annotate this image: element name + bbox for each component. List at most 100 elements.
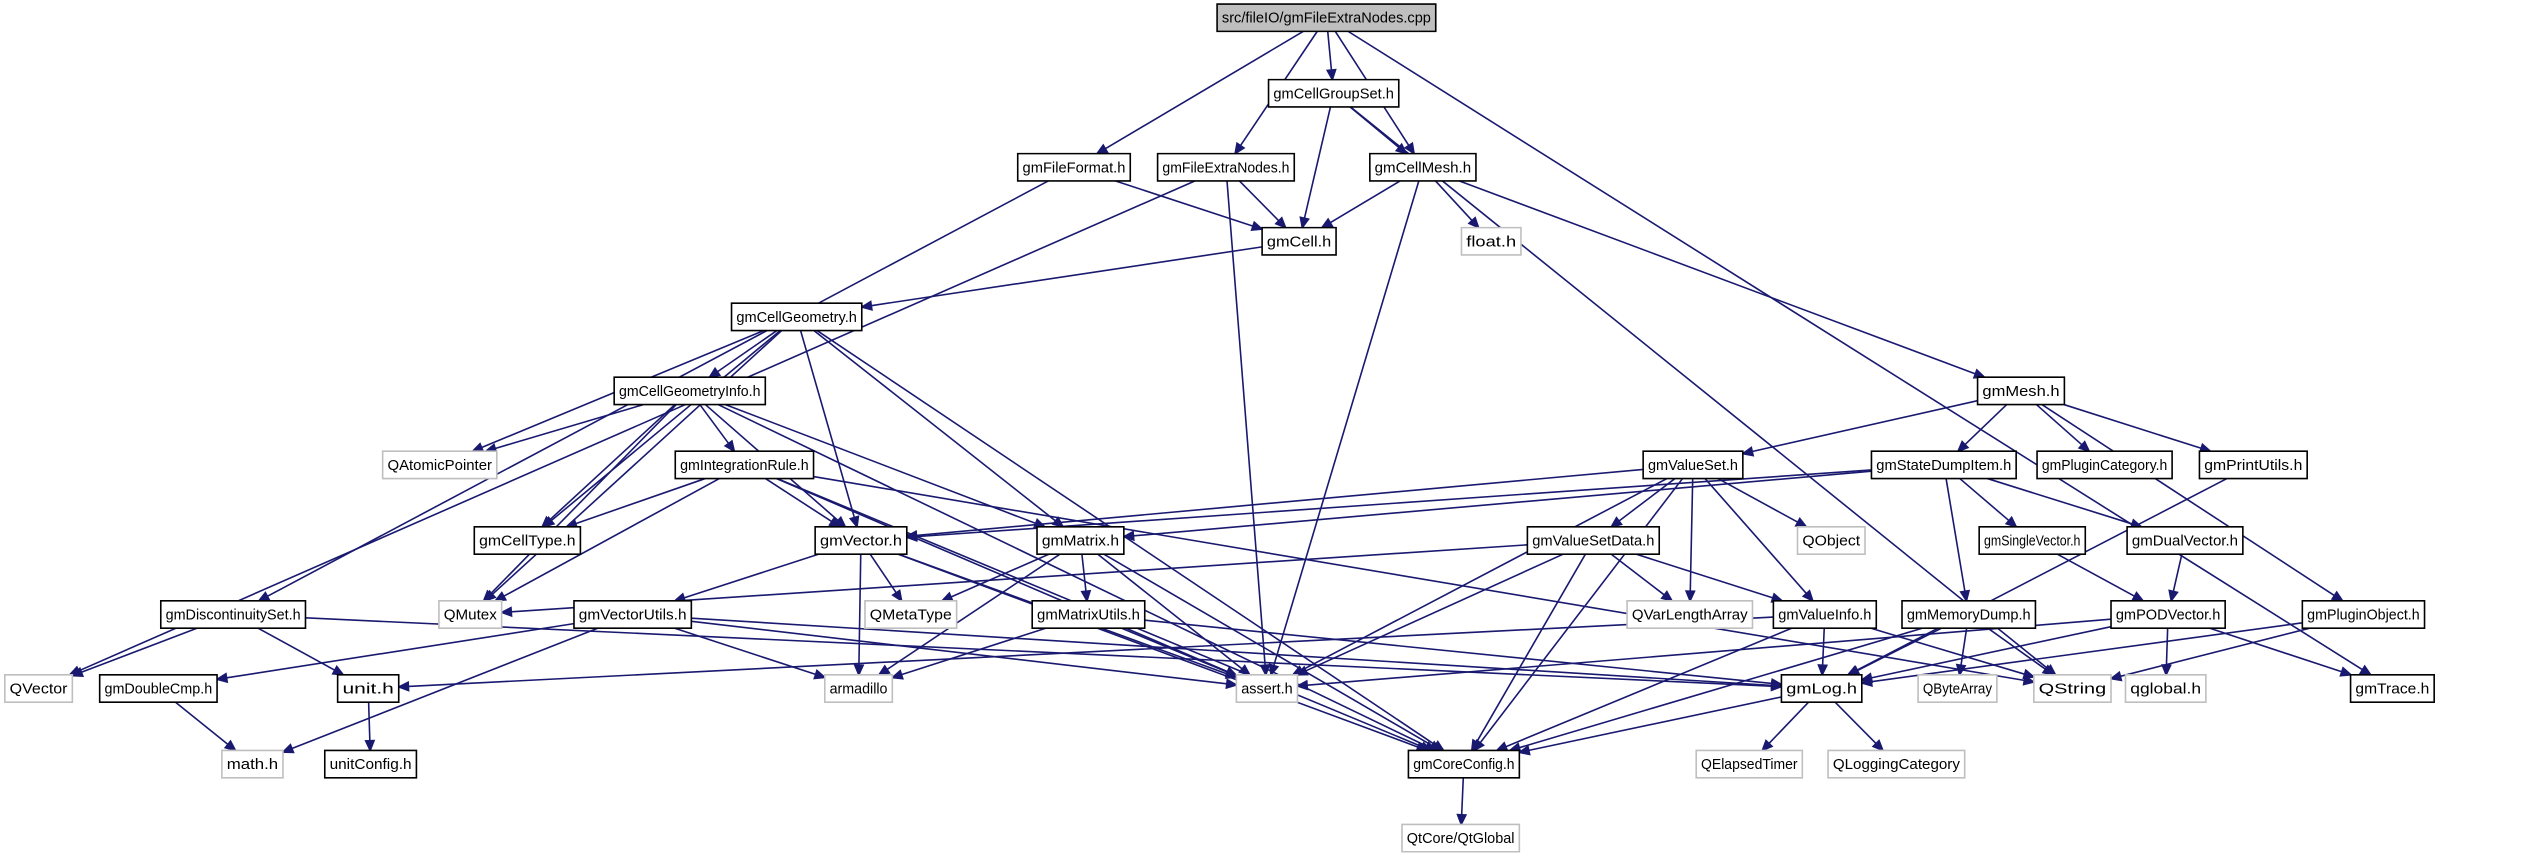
- arrowhead-icon: [2358, 664, 2373, 676]
- node-label: gmCoreConfig.h: [1413, 756, 1514, 773]
- arrowhead-icon: [1959, 589, 1971, 603]
- node-label: gmFileExtraNodes.h: [1162, 159, 1289, 176]
- node-fileformat[interactable]: gmFileFormat.h: [1018, 154, 1131, 181]
- edge-memorydump-to-qstring: [1988, 628, 2046, 669]
- node-statedumpitem[interactable]: gmStateDumpItem.h: [1871, 451, 2016, 478]
- edge-memorydump-to-coreconfig: [1519, 628, 1922, 748]
- edge-integrationrule-to-vector: [765, 479, 831, 522]
- edge-cellgeometryinfo-to-celltype: [549, 405, 675, 521]
- edge-fileextranodes-to-cell: [1239, 181, 1278, 221]
- arrowhead-icon: [1794, 517, 1809, 528]
- edge-fileextranodes-to-assert: [1227, 181, 1265, 665]
- node-valueset[interactable]: gmValueSet.h: [1643, 451, 1743, 478]
- arrowhead-icon: [853, 664, 865, 677]
- edge-podvector-to-trace: [2210, 628, 2342, 672]
- edge-valueset-to-coreconfig: [1480, 479, 1682, 743]
- edge-unit-to-unitconfig: [369, 702, 370, 741]
- arrowhead-icon: [2131, 591, 2145, 602]
- arrowhead-icon: [1299, 216, 1310, 230]
- node-singlevector[interactable]: gmSingleVector.h: [1979, 527, 2085, 554]
- node-label: QByteArray: [1923, 680, 1993, 697]
- node-cell[interactable]: gmCell.h: [1262, 228, 1336, 255]
- arrowhead-icon: [1871, 739, 1885, 752]
- node-qmetatype: QMetaType: [865, 601, 957, 628]
- node-podvector[interactable]: gmPODVector.h: [2111, 601, 2225, 628]
- node-box: [325, 750, 417, 777]
- node-label: gmVector.h: [820, 532, 902, 549]
- edges-layer: [67, 31, 2373, 827]
- edge-vector-to-vectorutils: [684, 554, 819, 598]
- node-vectorutils[interactable]: gmVectorUtils.h: [574, 601, 691, 628]
- node-unitconfig[interactable]: unitConfig.h: [325, 750, 417, 777]
- edge-statedumpitem-to-memorydump: [1946, 479, 1965, 592]
- node-trace[interactable]: gmTrace.h: [2351, 675, 2435, 702]
- node-box: [161, 601, 306, 628]
- edge-valuesetdata-to-coreconfig: [1477, 554, 1586, 742]
- root-file-node[interactable]: src/fileIO/gmFileExtraNodes.cpp: [1217, 4, 1436, 31]
- arrowhead-icon: [1517, 744, 1531, 756]
- node-box: [2034, 675, 2111, 702]
- arrowhead-icon: [1295, 679, 1309, 691]
- node-doublecmp[interactable]: gmDoubleCmp.h: [100, 675, 217, 702]
- node-cellmesh[interactable]: gmCellMesh.h: [1370, 154, 1476, 181]
- node-pluginobject[interactable]: gmPluginObject.h: [2302, 601, 2424, 628]
- arrowhead-icon: [396, 681, 410, 692]
- node-label: gmMatrixUtils.h: [1037, 606, 1140, 623]
- edge-valueset-to-qvarlengtharray: [1690, 479, 1692, 592]
- node-box: [1262, 228, 1336, 255]
- edge-integrationrule-to-qstring: [814, 477, 2025, 681]
- node-cellgeometryinfo[interactable]: gmCellGeometryInfo.h: [614, 377, 765, 404]
- node-valueinfo[interactable]: gmValueInfo.h: [1773, 601, 1876, 628]
- node-memorydump[interactable]: gmMemoryDump.h: [1902, 601, 2035, 628]
- node-vector[interactable]: gmVector.h: [815, 527, 907, 554]
- node-box: [1217, 4, 1436, 31]
- node-plugincategory[interactable]: gmPluginCategory.h: [2037, 451, 2172, 478]
- node-cellgeometry[interactable]: gmCellGeometry.h: [732, 303, 862, 330]
- node-mesh[interactable]: gmMesh.h: [1978, 377, 2065, 404]
- node-armadillo: armadillo: [825, 675, 893, 702]
- arrowhead-icon: [2041, 664, 2055, 676]
- arrowhead-icon: [2168, 589, 2179, 603]
- node-box: [2037, 451, 2172, 478]
- edge-cellgeometry-to-cellgeometryinfo: [717, 331, 776, 372]
- edge-cellgeometry-to-celltype: [551, 331, 780, 521]
- node-unit[interactable]: unit.h: [338, 675, 399, 702]
- node-log[interactable]: gmLog.h: [1781, 675, 1861, 702]
- node-matrixutils[interactable]: gmMatrixUtils.h: [1032, 601, 1145, 628]
- node-coreconfig[interactable]: gmCoreConfig.h: [1408, 750, 1519, 777]
- node-fileextranodes[interactable]: gmFileExtraNodes.h: [1158, 154, 1295, 181]
- node-label: gmPluginObject.h: [2307, 606, 2420, 623]
- node-matrix[interactable]: gmMatrix.h: [1037, 527, 1124, 554]
- edge-valuesetdata-to-valueinfo: [1636, 554, 1773, 598]
- node-qvarlengtharray: QVarLengthArray: [1627, 601, 1752, 628]
- arrowhead-icon: [1394, 142, 1408, 155]
- arrowhead-icon: [1295, 665, 1309, 676]
- edge-cellmesh-to-assert: [1274, 181, 1419, 666]
- edge-doublecmp-to-math: [175, 702, 228, 744]
- node-box: [1696, 750, 1802, 777]
- edge-root-to-cellgroupset: [1328, 31, 1332, 70]
- node-printutils[interactable]: gmPrintUtils.h: [2199, 451, 2307, 478]
- node-integrationrule[interactable]: gmIntegrationRule.h: [675, 451, 813, 478]
- arrowhead-icon: [1250, 220, 1265, 232]
- node-dualvector[interactable]: gmDualVector.h: [2127, 527, 2243, 554]
- edge-matrixutils-to-assert: [1121, 628, 1227, 672]
- edge-mesh-to-plugincategory: [2036, 405, 2081, 445]
- node-celltype[interactable]: gmCellType.h: [474, 527, 580, 554]
- arrowhead-icon: [1121, 530, 1135, 542]
- node-label: gmIntegrationRule.h: [680, 457, 809, 474]
- edge-cellmesh-to-mesh: [1459, 181, 1975, 374]
- node-discontinuityset[interactable]: gmDiscontinuitySet.h: [161, 601, 306, 628]
- node-qvector: QVector: [5, 675, 73, 702]
- node-cellgroupset[interactable]: gmCellGroupSet.h: [1269, 80, 1399, 107]
- edge-matrix-to-armadillo: [887, 554, 1060, 669]
- node-valuesetdata[interactable]: gmValueSetData.h: [1527, 527, 1659, 554]
- node-box: [1871, 451, 2016, 478]
- node-label: QtCore/QtGlobal: [1407, 830, 1515, 847]
- arrowhead-icon: [70, 666, 85, 677]
- edge-matrix-to-qmetatype: [951, 554, 1049, 597]
- node-label: QVector: [10, 680, 68, 697]
- node-label: QString: [2039, 680, 2107, 697]
- edge-printutils-to-log: [1857, 479, 2227, 671]
- edge-statedumpitem-to-dualvector: [1987, 479, 2132, 524]
